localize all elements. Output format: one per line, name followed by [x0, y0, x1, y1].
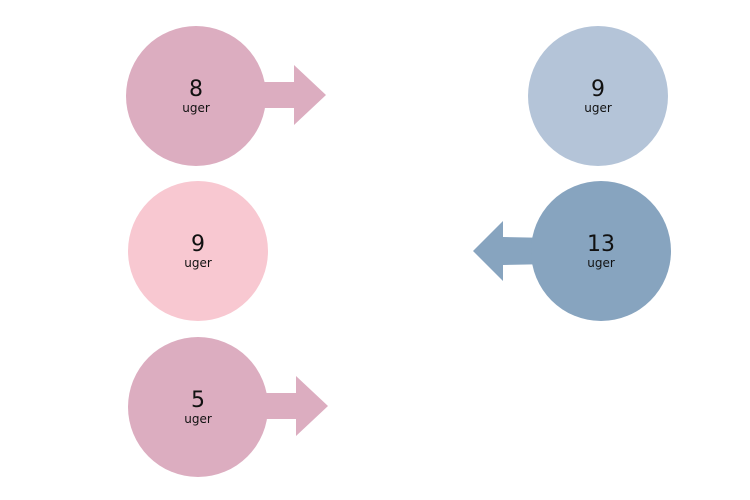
arrow-left-icon: [473, 221, 553, 281]
node-unit: uger: [184, 255, 212, 270]
node-unit: uger: [584, 100, 612, 115]
node-value: 9: [591, 76, 605, 102]
node-value: 5: [191, 387, 205, 413]
node-label: 5 uger: [128, 337, 268, 477]
node-5-weeks: 5 uger: [128, 337, 328, 477]
node-circle: [531, 181, 671, 321]
arrow-right-icon: [248, 376, 328, 436]
node-unit: uger: [182, 100, 210, 115]
node-value: 9: [191, 231, 205, 257]
node-label: 9 uger: [128, 181, 268, 321]
arrow-right-shape: [246, 65, 326, 125]
node-circle: [128, 181, 268, 321]
arrow-right-shape: [248, 376, 328, 436]
node-9-weeks-blue: 9 uger: [528, 26, 668, 166]
arrow-left-shape: [473, 221, 553, 281]
node-label: 8 uger: [126, 26, 266, 166]
node-label: 9 uger: [528, 26, 668, 166]
node-circle: [128, 337, 268, 477]
node-value: 8: [189, 76, 203, 102]
node-value: 13: [587, 231, 615, 257]
node-label: 13 uger: [531, 181, 671, 321]
node-8-weeks: 8 uger: [126, 26, 326, 166]
node-circle: [126, 26, 266, 166]
node-unit: uger: [184, 411, 212, 426]
node-circle: [528, 26, 668, 166]
node-9-weeks-pink: 9 uger: [128, 181, 268, 321]
node-13-weeks: 13 uger: [473, 181, 671, 321]
arrow-right-icon: [246, 65, 326, 125]
node-unit: uger: [587, 255, 615, 270]
